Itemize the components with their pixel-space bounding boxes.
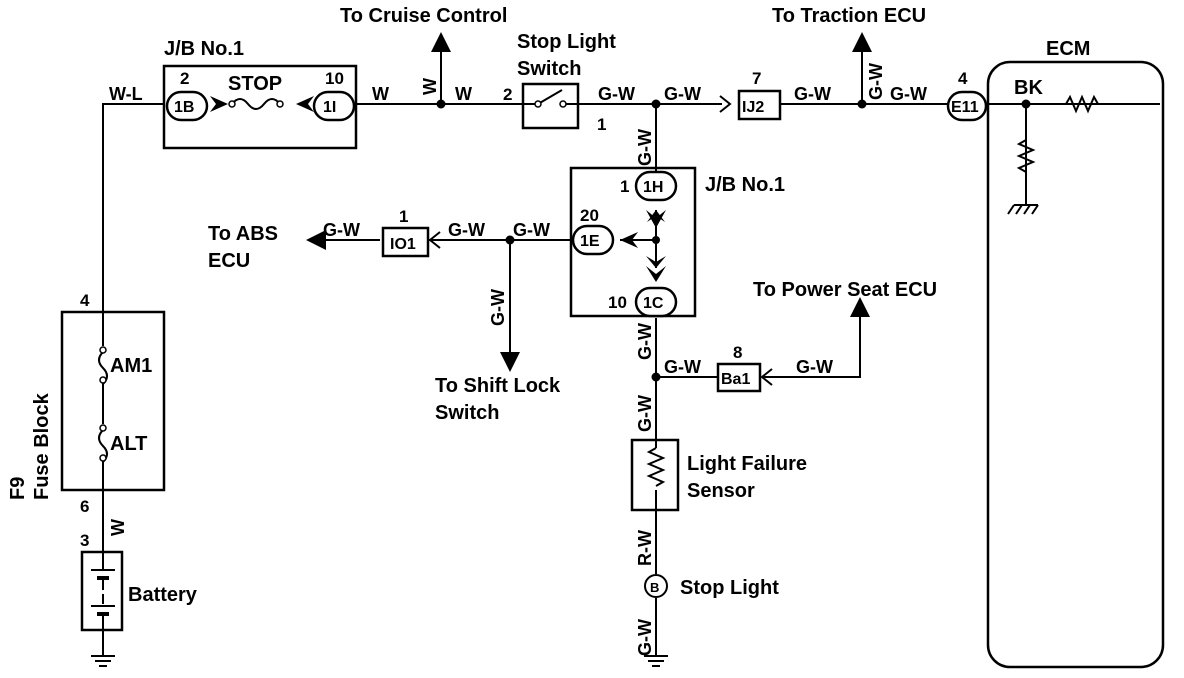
wire-gw-1: G-W [598, 84, 635, 104]
wire-gw-c-down: G-W [635, 323, 655, 360]
am1-label: AM1 [110, 355, 152, 377]
light-failure-sensor: Light Failure Sensor [630, 438, 807, 512]
wire-gw-ground: G-W [635, 619, 655, 656]
wire-gw-ba-left: G-W [664, 357, 701, 377]
stop-switch-label-1: Stop Light [517, 31, 616, 53]
switch-pin-1: 1 [597, 115, 606, 134]
jb-top-label: J/B No.1 [164, 38, 244, 60]
switch-pin-2: 2 [503, 85, 512, 104]
lamp-symbol: B [650, 580, 659, 595]
pin-10c: 10 [608, 293, 627, 312]
destination-labels: To Cruise Control To Traction ECU To ABS… [208, 5, 937, 424]
to-shift-label-2: Switch [435, 402, 499, 424]
light-failure-label-1: Light Failure [687, 453, 807, 475]
wire-gw-down-a: G-W [635, 129, 655, 166]
pin-6: 6 [80, 497, 89, 516]
fuse-block-id: F9 [7, 477, 29, 500]
connector-io1: IO1 1 [381, 207, 441, 258]
battery: 3 Battery [80, 531, 198, 632]
to-shift-label-1: To Shift Lock [435, 375, 561, 397]
junction-dots [436, 99, 1031, 382]
junction-block-middle: J/B No.1 1H 1 1E 20 1C 10 [569, 166, 785, 318]
junction-block-top: J/B No.1 STOP 2 10 1B 1I [162, 38, 358, 150]
connector-1b: 1B [174, 99, 194, 116]
pin-10: 10 [325, 69, 344, 88]
pin-7: 7 [752, 69, 761, 88]
wire-gw-abs-3: G-W [513, 220, 550, 240]
wire-gw-abs-1: G-W [323, 220, 360, 240]
pin-1h: 1 [620, 177, 629, 196]
to-abs-label-1: To ABS [208, 223, 278, 245]
alt-label: ALT [110, 433, 147, 455]
stop-light-switch: Stop Light Switch 2 1 [503, 31, 616, 134]
pin-3: 3 [80, 531, 89, 550]
fuse-block: 4 6 AM1 ALT F9 Fuse Block [7, 291, 166, 516]
ecm-label: ECM [1046, 38, 1090, 60]
pin-20: 20 [580, 206, 599, 225]
connector-ij2: IJ2 7 [719, 69, 782, 121]
wire-w-a: W [372, 84, 389, 104]
wire-w-b: W [455, 84, 472, 104]
jb-mid-label: J/B No.1 [705, 174, 785, 196]
light-failure-label-2: Sensor [687, 480, 755, 502]
wire-codes: W-L W W W G-W G-W G-W G-W G-W G-W G-W G-… [108, 63, 927, 656]
ecm: ECM E11 4 BK [946, 38, 1165, 669]
connector-1c: 1C [643, 295, 664, 312]
to-abs-label-2: ECU [208, 250, 250, 272]
fuse-block-label: Fuse Block [31, 392, 53, 500]
wire-rw: R-W [635, 530, 655, 566]
stop-light-label: Stop Light [680, 577, 779, 599]
ba1-label: Ba1 [721, 371, 750, 388]
wire-gw-3: G-W [794, 84, 831, 104]
pin-1-io: 1 [399, 207, 408, 226]
pin-2: 2 [180, 69, 189, 88]
wire-gw-4: G-W [890, 84, 927, 104]
connector-1i: 1I [323, 99, 336, 116]
wire-w-fuse: W [108, 519, 128, 536]
ij2-label: IJ2 [742, 99, 764, 116]
stop-switch-label-2: Switch [517, 58, 581, 80]
wire-w-up: W [420, 78, 440, 95]
wire-gw-ba-right: G-W [796, 357, 833, 377]
stop-light-lamp: B Stop Light [644, 574, 779, 599]
to-traction-label: To Traction ECU [772, 5, 926, 27]
bk-label: BK [1014, 77, 1043, 99]
connector-e11: E11 [951, 99, 979, 116]
to-power-seat-label: To Power Seat ECU [753, 279, 937, 301]
pin-4: 4 [958, 69, 968, 88]
main-wires [102, 32, 1160, 656]
ground-symbols [91, 655, 668, 667]
stop-fuse-label: STOP [228, 73, 282, 95]
to-cruise-label: To Cruise Control [340, 5, 507, 27]
pin-4-fuse: 4 [80, 291, 90, 310]
connector-1h: 1H [643, 179, 663, 196]
wire-wl: W-L [109, 84, 143, 104]
battery-label: Battery [128, 584, 198, 606]
io1-label: IO1 [390, 236, 416, 253]
wire-gw-2: G-W [664, 84, 701, 104]
wire-gw-shift: G-W [488, 289, 508, 326]
connector-1e: 1E [580, 233, 600, 250]
wire-gw-c-down2: G-W [635, 395, 655, 432]
wire-gw-abs-2: G-W [448, 220, 485, 240]
wire-gw-up: G-W [866, 63, 886, 100]
pin-8: 8 [733, 343, 742, 362]
connector-ba1: Ba1 8 [716, 343, 773, 393]
